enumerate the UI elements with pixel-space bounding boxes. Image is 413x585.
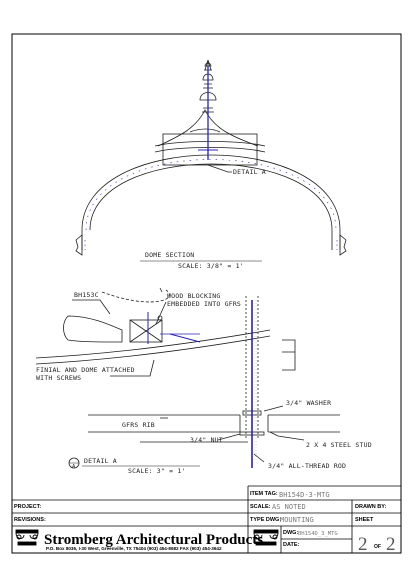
- sheet-label: SHEET: [355, 517, 374, 523]
- company-name: Stromberg Architectural Products: [44, 532, 263, 548]
- detail-a-callout-label: DETAIL A: [233, 168, 266, 176]
- label-washer: 3/4" WASHER: [286, 399, 331, 407]
- detail-marker-letter: A: [72, 464, 76, 470]
- label-finial-1: FINIAL AND DOME ATTACHED: [36, 366, 135, 374]
- dwg-label: DWG:: [283, 530, 298, 536]
- company-address: P.O. Box 8036, I-30 West, Greenville, TX…: [46, 546, 222, 551]
- dome-section-title: DOME SECTION: [145, 251, 194, 259]
- scale-label: SCALE:: [250, 504, 271, 510]
- steel-stud-wall: [245, 296, 259, 440]
- label-stud: 2 X 4 STEEL STUD: [306, 441, 372, 449]
- detail-a-callout-box: [162, 133, 258, 166]
- detail-shell: [35, 329, 271, 359]
- item-tag-label: ITEM TAG:: [250, 491, 278, 497]
- company-logo-left: [15, 529, 39, 546]
- item-tag-value: BH154D-3-MTG: [279, 491, 330, 499]
- sheet-border: [11, 33, 402, 554]
- label-nut: 3/4" NUT: [190, 436, 223, 444]
- dome-inner-arc: [89, 163, 333, 250]
- company-logo-right: [253, 529, 279, 546]
- finial-bell: [157, 109, 259, 147]
- detail-cap: [63, 315, 123, 343]
- project-label: PROJECT:: [14, 504, 41, 510]
- label-wood-blocking-1: WOOD BLOCKING: [167, 292, 220, 300]
- dome-shell-hatch: [85, 159, 337, 231]
- detail-a-drawing: [35, 287, 340, 463]
- gfrs-rib: [88, 414, 240, 433]
- detail-a-title: DETAIL A: [84, 457, 117, 465]
- left-flange: [75, 234, 83, 256]
- label-wood-blocking-2: EMBEDDED INTO GFRS: [167, 300, 241, 308]
- detail-a-scale: SCALE: 3" = 1': [128, 467, 186, 475]
- label-gfrs-rib: GFRS RIB: [122, 421, 155, 429]
- label-finial-2: WITH SCREWS: [36, 374, 81, 382]
- sheet-of: OF: [374, 544, 381, 550]
- cap-band: [154, 141, 266, 147]
- dome-section: [75, 59, 347, 256]
- label-bh153c: BH153C: [74, 291, 99, 299]
- drawn-by-label: DRAWN BY:: [355, 504, 387, 510]
- date-label: DATE:: [283, 542, 300, 548]
- wood-blocking: [129, 319, 163, 343]
- title-block-lines: [12, 485, 401, 553]
- scale-value: AS NOTED: [272, 503, 306, 511]
- label-rod: 3/4" ALL-THREAD ROD: [268, 462, 346, 470]
- type-dwg-label: TYPE DWG:: [250, 517, 281, 523]
- type-dwg-value: MOUNTING: [280, 516, 314, 524]
- right-flange: [339, 234, 347, 256]
- revisions-label: REVISIONS:: [14, 517, 46, 523]
- sheet-number: 2: [358, 534, 368, 555]
- sheet-total: 2: [386, 534, 396, 555]
- dwg-value: BH154D_3_MTG: [298, 531, 338, 537]
- dome-section-scale: SCALE: 3/8" = 1': [178, 262, 244, 270]
- dome-outer-arc: [81, 154, 341, 250]
